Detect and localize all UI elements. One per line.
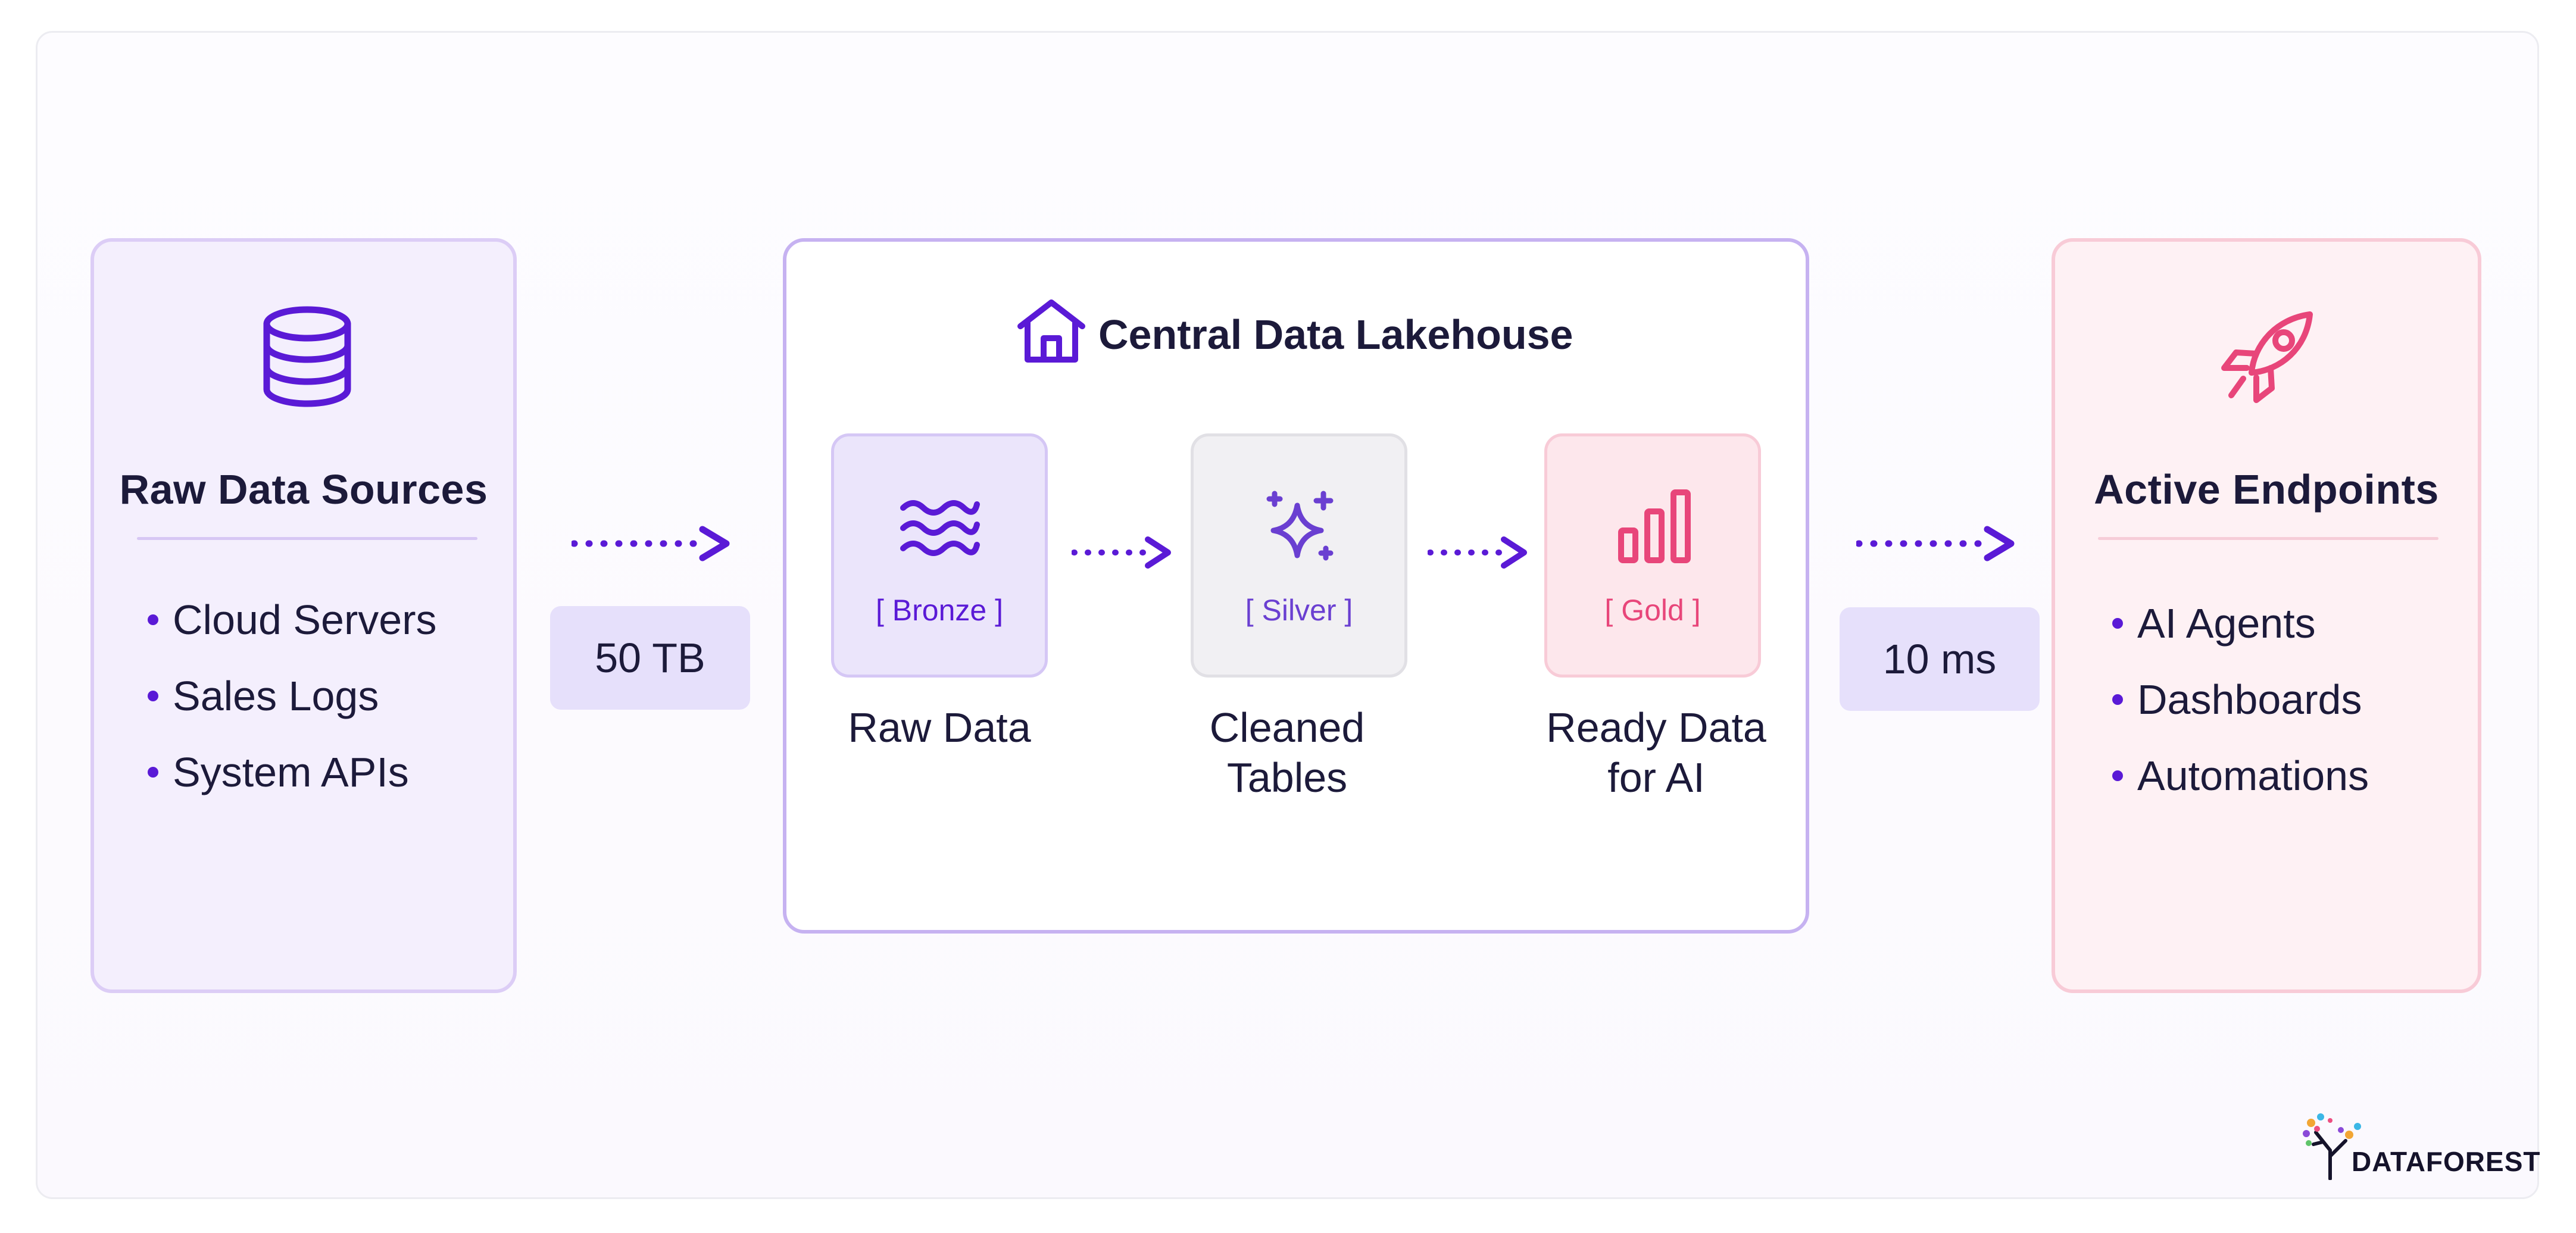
waves-icon	[900, 500, 980, 556]
silver-stage-box: [ Silver ]	[1191, 433, 1407, 678]
list-item: Cloud Servers	[148, 599, 437, 675]
list-item: AI Agents	[2112, 603, 2369, 679]
silver-tag: [ Silver ]	[1245, 594, 1353, 627]
arrow-icon	[1072, 536, 1171, 569]
data-volume-badge: 50 TB	[550, 606, 750, 710]
sparkle-icon	[1266, 491, 1334, 561]
bronze-caption: Raw Data	[848, 704, 1031, 751]
gold-stage-box: [ Gold ]	[1544, 433, 1761, 678]
rocket-icon	[2221, 311, 2313, 403]
dataforest-logo-icon	[2303, 1113, 2361, 1180]
brand-name: DATAFOREST	[2352, 1146, 2541, 1177]
gold-tag: [ Gold ]	[1604, 594, 1701, 627]
house-icon	[1017, 299, 1085, 363]
active-endpoints-title: Active Endpoints	[2094, 466, 2439, 513]
arrow-icon	[1428, 536, 1527, 569]
active-endpoints-panel: Active Endpoints AI Agents Dashboards Au…	[2052, 238, 2481, 993]
latency-badge: 10 ms	[1840, 607, 2040, 711]
bullet-dot	[148, 767, 158, 778]
bronze-tag: [ Bronze ]	[876, 594, 1003, 627]
endpoint-list: AI Agents Dashboards Automations	[2112, 603, 2369, 831]
title-divider	[137, 537, 477, 540]
bullet-dot	[148, 614, 158, 625]
bar-chart-icon	[1618, 489, 1691, 563]
bronze-stage-box: [ Bronze ]	[831, 433, 1048, 678]
lakehouse-title: Central Data Lakehouse	[1098, 311, 1573, 358]
arrow-icon	[572, 526, 730, 561]
list-item: Dashboards	[2112, 679, 2369, 755]
source-list: Cloud Servers Sales Logs System APIs	[148, 599, 437, 828]
list-item: Automations	[2112, 755, 2369, 831]
bullet-dot	[2112, 694, 2123, 705]
database-icon	[263, 306, 351, 407]
silver-caption: Cleaned Tables	[1209, 704, 1365, 801]
raw-data-sources-panel: Raw Data Sources Cloud Servers Sales Log…	[90, 238, 517, 993]
raw-data-sources-title: Raw Data Sources	[119, 466, 488, 513]
list-item: System APIs	[148, 751, 437, 828]
bullet-dot	[148, 691, 158, 701]
gold-caption: Ready Data for AI	[1546, 704, 1766, 801]
list-item: Sales Logs	[148, 675, 437, 751]
title-divider	[2098, 537, 2438, 540]
arrow-icon	[1856, 526, 2015, 561]
bullet-dot	[2112, 770, 2123, 781]
bullet-dot	[2112, 618, 2123, 629]
